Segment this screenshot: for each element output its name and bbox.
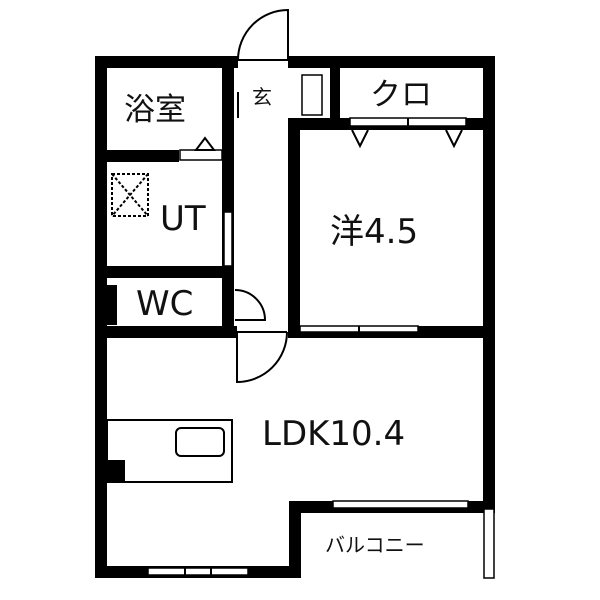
kitchen xyxy=(106,419,233,483)
washer-pan xyxy=(111,173,149,217)
wc-door xyxy=(234,289,267,321)
balcony-left-wall xyxy=(289,501,301,578)
room-label-entrance: 玄 xyxy=(252,85,272,109)
ldk-door-swing xyxy=(236,331,288,384)
balcony-right-rail xyxy=(483,508,495,579)
top-wall-right xyxy=(288,56,495,68)
kitchen-end-block xyxy=(107,460,125,482)
ldk-bottom-window xyxy=(147,567,249,576)
room-label-utility: UT xyxy=(160,199,206,239)
room-label-bath: 浴室 xyxy=(124,92,186,128)
entrance-door xyxy=(237,8,323,118)
shoe-cabinet xyxy=(301,74,323,116)
balcony-window xyxy=(332,500,469,509)
room-label-western-room: 洋4.5 xyxy=(330,212,418,252)
bath-entrance-marker xyxy=(194,136,216,151)
wc-right-wall xyxy=(222,278,234,328)
closet-left-wall xyxy=(330,68,340,118)
kitchen-sink xyxy=(175,427,225,457)
room-label-closet: クロ xyxy=(370,77,432,113)
room-label-ldk: LDK10.4 xyxy=(262,414,405,454)
outer-walls xyxy=(95,56,495,578)
right-wall-upper xyxy=(483,56,495,509)
room-label-toilet: WC xyxy=(136,284,193,324)
entrance-door-swing xyxy=(237,8,289,61)
ldk-door xyxy=(236,326,288,384)
top-wall-left xyxy=(95,56,238,68)
ut-door-slot xyxy=(223,211,233,267)
closet-door-marks xyxy=(351,129,463,149)
kitchen-counter xyxy=(106,419,233,483)
room-label-balcony: バルコニー xyxy=(325,533,425,557)
windows xyxy=(147,117,495,579)
ut-wc-divider xyxy=(107,266,234,278)
western-room-left-wall xyxy=(288,118,300,338)
wc-bottom-wall xyxy=(107,326,237,338)
wc-door-swing xyxy=(234,289,267,321)
bath-ut-divider xyxy=(107,150,179,162)
left-wall xyxy=(95,56,107,577)
bath-door-slot xyxy=(179,149,223,161)
wc-left-jamb xyxy=(107,285,117,325)
